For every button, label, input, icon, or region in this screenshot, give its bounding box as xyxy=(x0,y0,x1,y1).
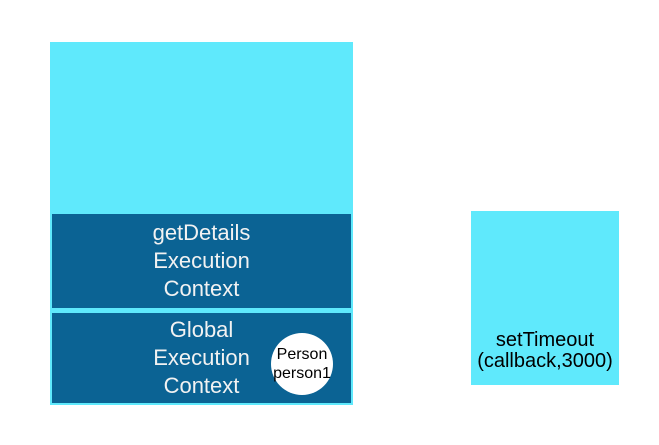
settimeout-webapi-box: setTimeout (callback,3000) xyxy=(471,211,619,385)
frame-label-line: Execution xyxy=(153,248,250,273)
frame-label-line: Global xyxy=(169,317,234,342)
timer-label-line: (callback,3000) xyxy=(477,350,613,372)
frame-getdetails-execution-context: getDetails Execution Context xyxy=(52,214,351,308)
call-stack-container: getDetails Execution Context Global Exec… xyxy=(50,42,353,405)
frame-label-line: getDetails xyxy=(152,220,251,245)
frame-label-line: Context xyxy=(163,373,240,398)
frame-label-line: Context xyxy=(163,276,240,301)
timer-label-line: setTimeout xyxy=(495,329,595,351)
badge-label-line: Person xyxy=(276,346,328,363)
person-object-badge: Person person1 xyxy=(271,333,333,395)
frame-label-line: Execution xyxy=(153,345,250,370)
badge-label-line: person1 xyxy=(273,365,331,382)
frame-global-execution-context: Global Execution Context Person person1 xyxy=(52,313,351,403)
